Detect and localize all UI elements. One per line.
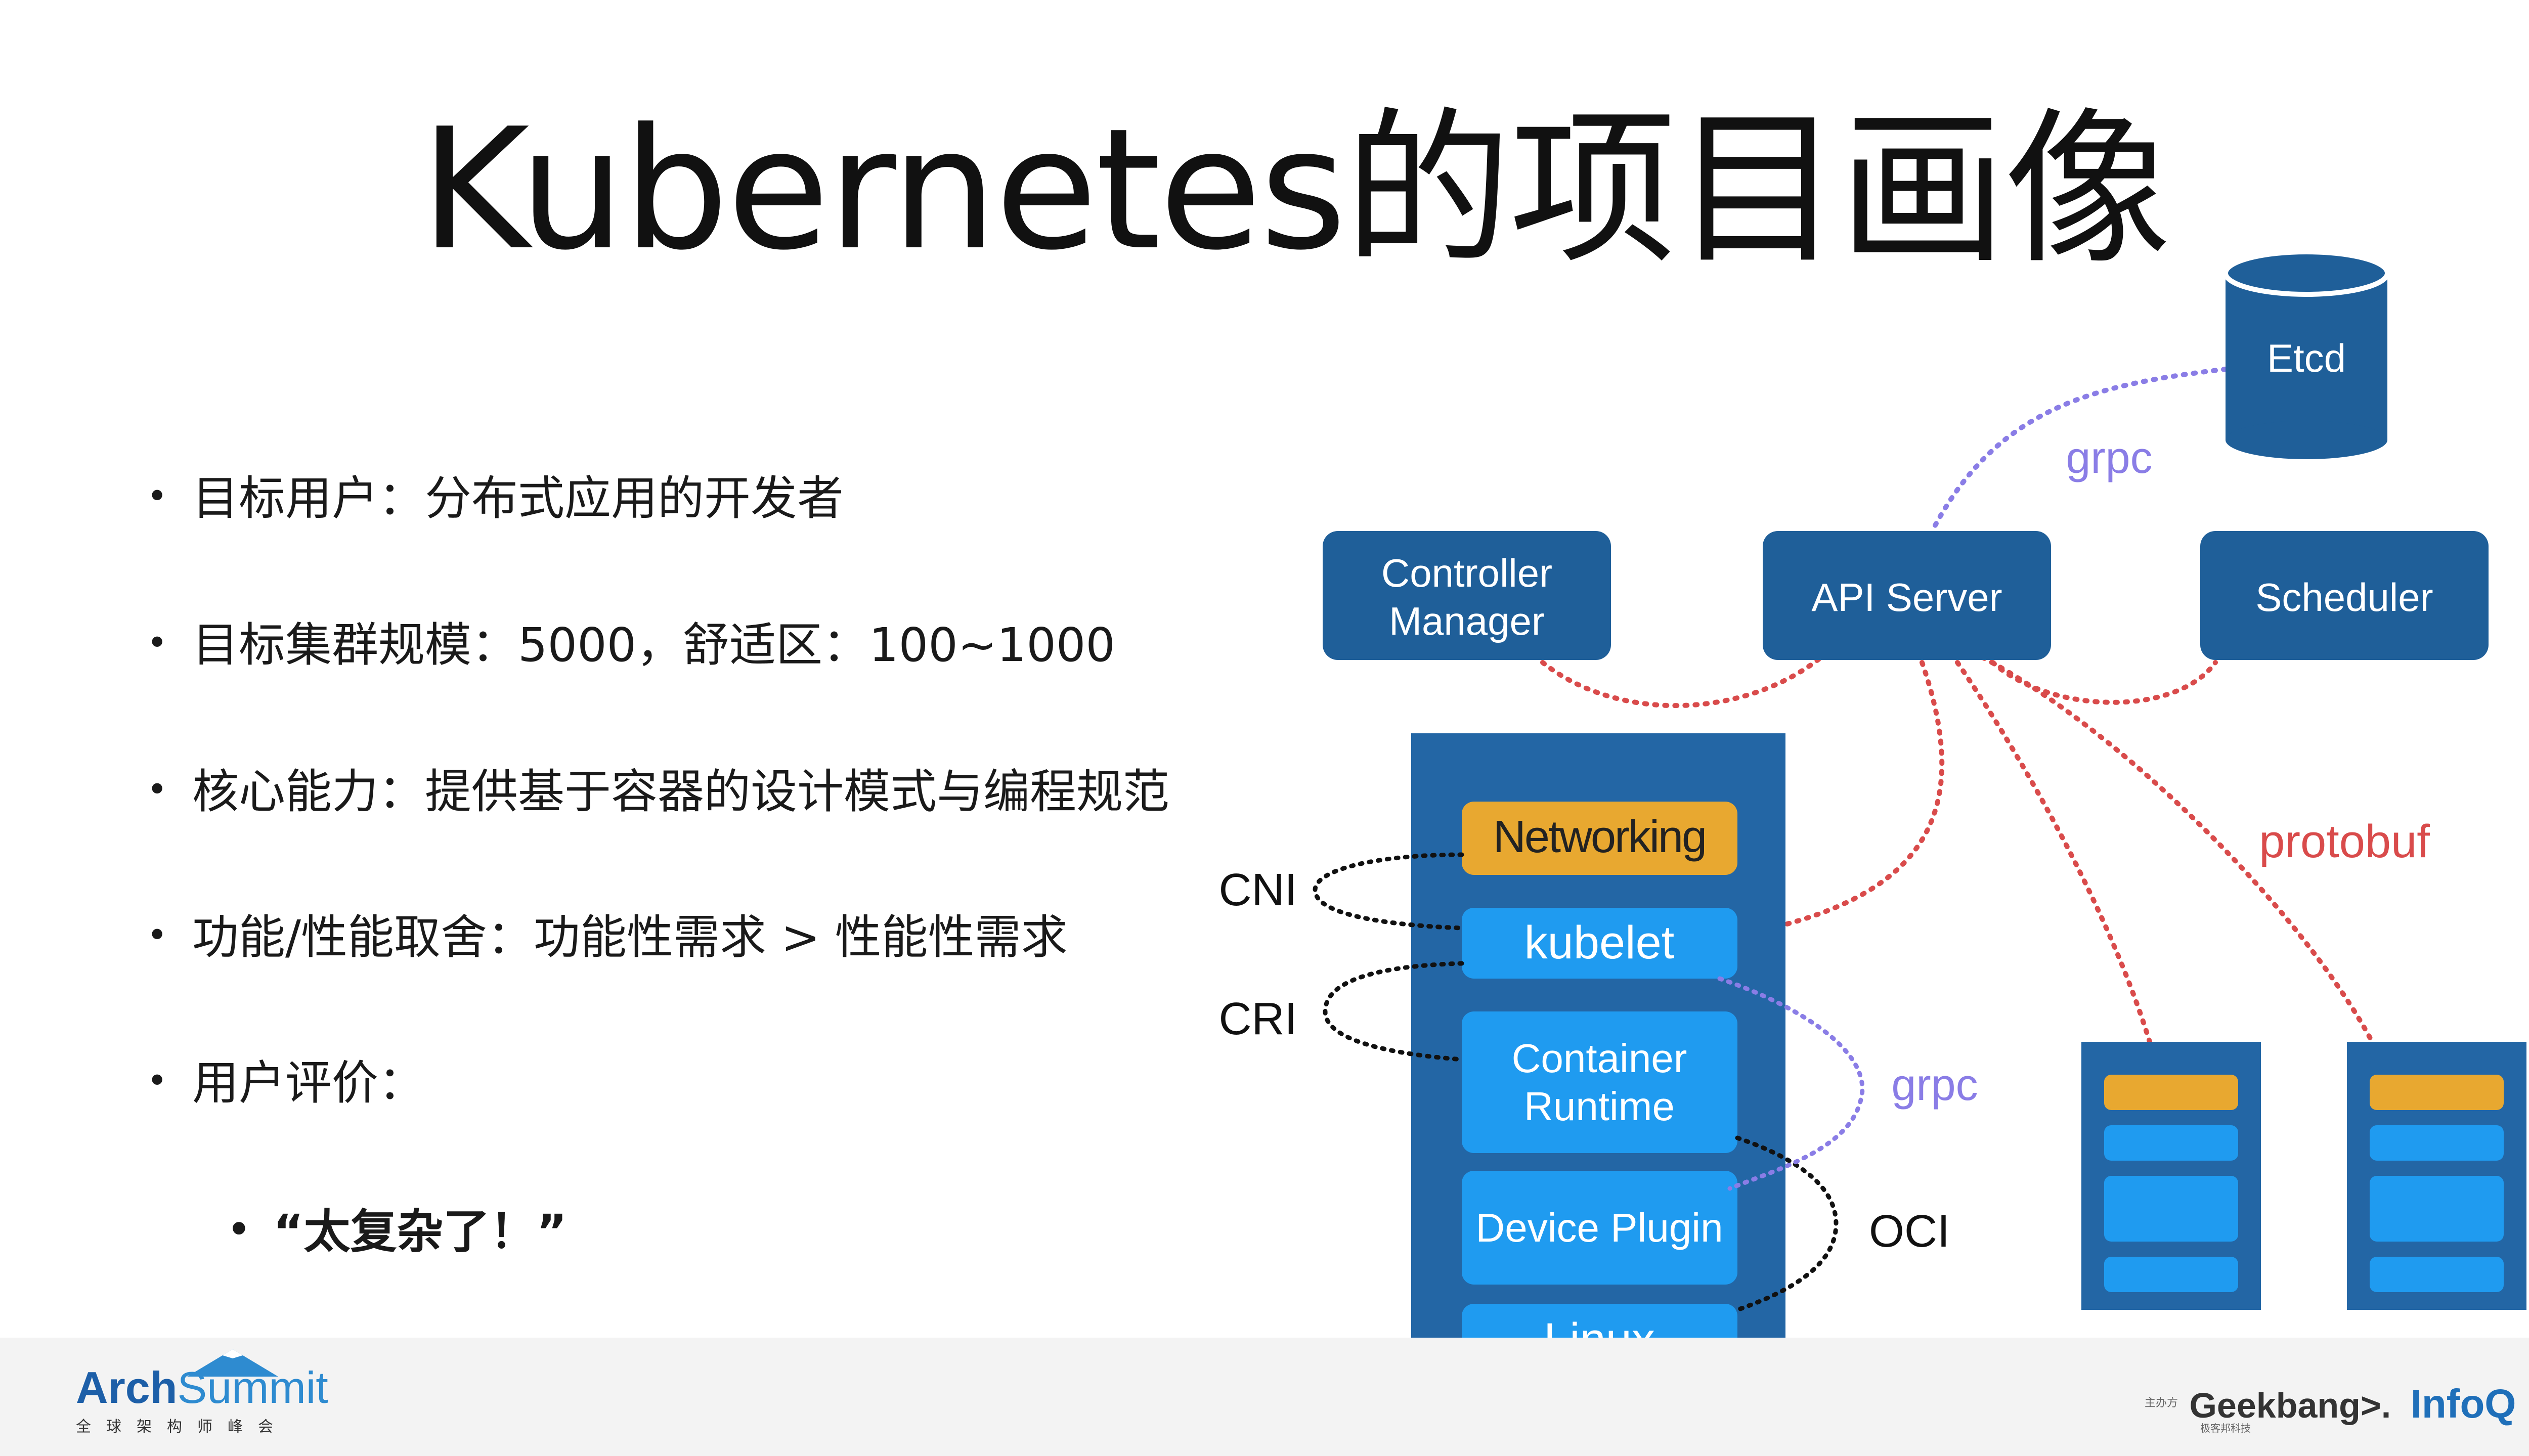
bullet-item: •功能/性能取舍：功能性需求 > 性能性需求 [147,914,1068,961]
connector-etcd-apiserver [1930,367,2228,534]
bullet-dot: • [147,769,168,810]
grpc-node-label: grpc [1891,1060,1978,1110]
bullet-item: •用户评价： [147,1060,425,1107]
controller-manager-label-line2: Manager [1389,599,1545,643]
worker-node-2 [2081,1042,2261,1310]
node2-kubelet-block [2104,1125,2238,1161]
node3-kubelet-block [2370,1125,2504,1161]
bullet-item: •目标集群规模：5000，舒适区：100~1000 [147,622,1115,669]
networking-box: Networking [1462,802,1737,875]
controller-manager-box: Controller Manager [1323,531,1611,660]
connector-apiserver-node2 [1955,660,2152,1044]
cri-label: CRI [1219,994,1297,1044]
bullet-dot: • [147,475,168,517]
controller-manager-label-line1: Controller [1381,551,1552,595]
cni-connector [1313,852,1464,931]
host-label: 主办方 [2145,1397,2178,1409]
bullet-text: 功能/性能取舍：功能性需求 > 性能性需求 [192,910,1068,964]
networking-label: Networking [1493,812,1706,862]
node3-networking-block [2370,1075,2504,1110]
etcd-label: Etcd [2267,336,2346,380]
bullet-item: •目标用户：分布式应用的开发者 [147,475,844,522]
connector-apiserver-node3 [1980,655,2375,1044]
bullet-dot: • [147,1060,168,1101]
archsummit-logo: ArchSummit 全球架构师峰会 [76,1349,328,1436]
node2-networking-block [2104,1075,2238,1110]
infoq-logo: InfoQ [2410,1381,2516,1426]
container-runtime-label-line2: Runtime [1524,1084,1675,1129]
scheduler-box: Scheduler [2200,531,2489,660]
connector-apiserver-kubelet [1732,660,1945,938]
bullet-text: 用户评价： [192,1056,425,1110]
bullet-dot: • [147,622,168,664]
node3-linux-block [2370,1257,2504,1292]
slide-title: Kubernetes的项目画像 [420,93,2171,287]
api-server-label: API Server [1811,575,2002,620]
footer-bar [0,1338,2529,1456]
node2-linux-block [2104,1257,2238,1292]
bullet-text: 核心能力：提供基于容器的设计模式与编程规范 [192,765,1170,819]
mountain-icon [187,1349,278,1377]
oci-connector [1735,1135,1839,1312]
kubelet-deviceplugin-grpc-connector [1717,976,1865,1191]
cni-label: CNI [1219,865,1297,915]
grpc-top-label: grpc [2066,432,2152,482]
sub-bullet-item: •“太复杂了！” [228,1209,567,1255]
sub-bullet-text: “太复杂了！” [273,1205,567,1259]
cri-connector [1323,961,1464,1062]
bullet-dot: • [147,914,168,956]
scheduler-label: Scheduler [2255,575,2433,620]
api-server-box: API Server [1763,531,2051,660]
bullet-item: •核心能力：提供基于容器的设计模式与编程规范 [147,769,1169,815]
container-runtime-box: Container Runtime [1462,1011,1737,1153]
protobuf-label: protobuf [2259,816,2430,867]
logo-arch-text: Arch [76,1362,178,1413]
geekbang-subtitle: 极客邦科技 [2200,1422,2251,1434]
device-plugin-box: Device Plugin [1462,1171,1737,1285]
archsummit-wordmark: ArchSummit [76,1365,328,1410]
bullet-text: 目标用户：分布式应用的开发者 [192,471,844,525]
sponsor-logos: 主办方 Geekbang>. 极客邦科技 InfoQ [2145,1381,2516,1434]
device-plugin-label: Device Plugin [1475,1205,1723,1250]
archsummit-subtitle: 全球架构师峰会 [76,1418,288,1436]
geekbang-logo: Geekbang>. [2189,1386,2391,1425]
etcd-cylinder: Etcd [2223,249,2390,459]
kubelet-box: kubelet [1462,908,1737,979]
node3-runtime-block [2370,1176,2504,1242]
bullet-text: 目标集群规模：5000，舒适区：100~1000 [192,618,1115,672]
connector-controller-apiserver [1540,655,1823,709]
container-runtime-label-line1: Container [1512,1036,1687,1081]
oci-label: OCI [1869,1206,1950,1257]
kubelet-label: kubelet [1524,917,1675,968]
node2-runtime-block [2104,1176,2238,1242]
worker-node-3 [2347,1042,2526,1310]
bullet-dot: • [228,1209,250,1250]
